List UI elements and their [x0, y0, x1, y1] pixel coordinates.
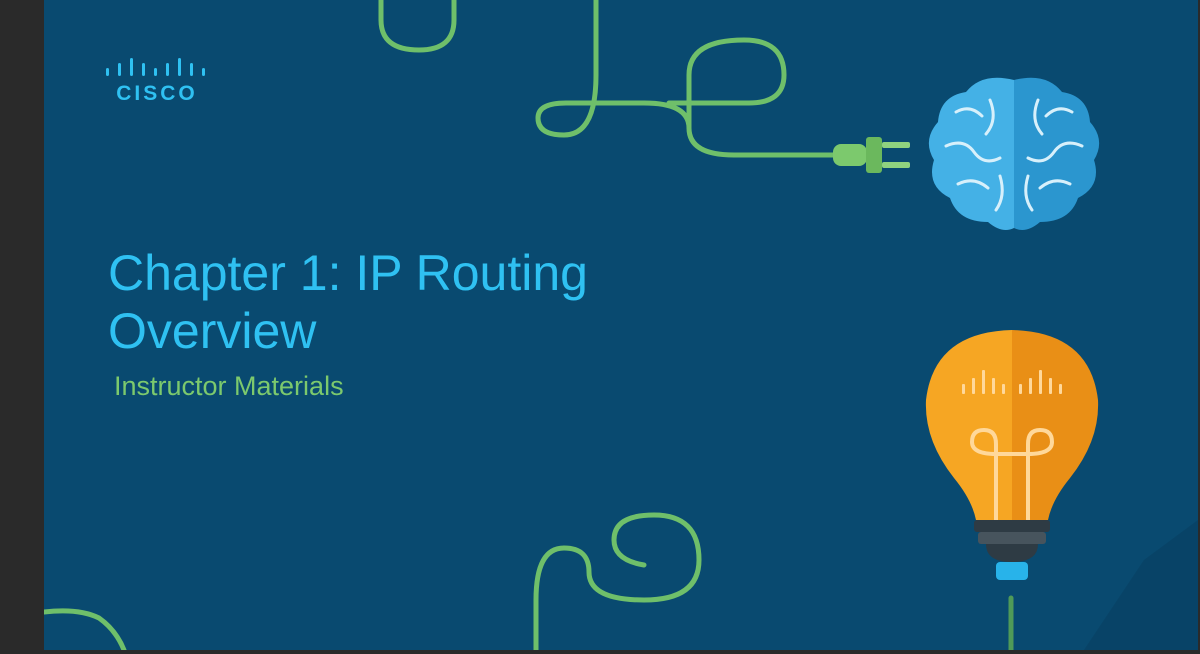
- cisco-logo-bars: [106, 58, 205, 76]
- cisco-logo: CISCO: [104, 56, 210, 106]
- lightbulb-icon: [925, 330, 1198, 650]
- slide-illustration: [44, 0, 1198, 650]
- slide-title-line-1: Chapter 1: IP Routing: [108, 245, 588, 301]
- cable-lines: [44, 0, 1014, 650]
- viewer-bottom-edge: [0, 650, 1200, 654]
- slide-title-line-2: Overview: [108, 303, 317, 359]
- title-slide: CISCO Chapter 1: IP Routing Overview Ins…: [44, 0, 1198, 650]
- slide-subtitle: Instructor Materials: [114, 371, 344, 401]
- plug-icon: [833, 137, 910, 173]
- logo-wordmark: CISCO: [116, 82, 198, 105]
- bulb-logo-bars: [962, 370, 1062, 394]
- brain-icon: [928, 77, 1100, 230]
- slide-title: Chapter 1: IP Routing Overview: [108, 244, 588, 360]
